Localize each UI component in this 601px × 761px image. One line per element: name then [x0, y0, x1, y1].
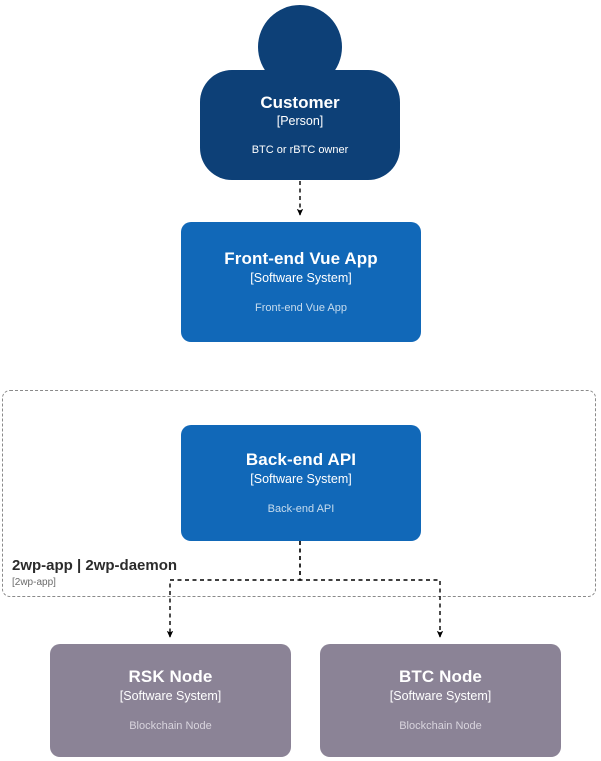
node-backend-subtitle: [Software System]: [250, 471, 352, 486]
node-frontend-vue-app[interactable]: Front-end Vue App [Software System] Fron…: [181, 222, 421, 342]
node-backend-title: Back-end API: [245, 449, 357, 469]
node-customer-subtitle: [Person]: [276, 113, 324, 128]
boundary-subtitle: [2wp-app]: [12, 577, 56, 588]
boundary-title: 2wp-app | 2wp-daemon: [12, 557, 178, 574]
node-btc-title: BTC Node: [399, 667, 482, 686]
node-backend-api[interactable]: Back-end API [Software System] Back-end …: [181, 425, 421, 541]
node-rsk-description: Blockchain Node: [129, 720, 212, 732]
node-btc-node[interactable]: BTC Node [Software System] Blockchain No…: [320, 644, 561, 757]
node-rsk-subtitle: [Software System]: [119, 689, 222, 703]
node-customer-title: Customer: [260, 92, 340, 112]
node-rsk-node[interactable]: RSK Node [Software System] Blockchain No…: [50, 644, 291, 757]
node-backend-description: Back-end API: [267, 502, 335, 515]
node-btc-subtitle: [Software System]: [389, 689, 492, 703]
node-customer[interactable]: Customer [Person] BTC or rBTC owner: [200, 5, 400, 180]
node-frontend-title: Front-end Vue App: [224, 248, 378, 268]
person-body: Customer [Person] BTC or rBTC owner: [200, 70, 400, 180]
node-customer-description: BTC or rBTC owner: [251, 143, 349, 156]
boundary-label: 2wp-app | 2wp-daemon [2wp-app]: [12, 556, 177, 590]
node-rsk-title: RSK Node: [128, 667, 213, 686]
node-btc-description: Blockchain Node: [399, 720, 482, 732]
node-frontend-description: Front-end Vue App: [255, 301, 347, 314]
node-frontend-subtitle: [Software System]: [250, 270, 352, 285]
